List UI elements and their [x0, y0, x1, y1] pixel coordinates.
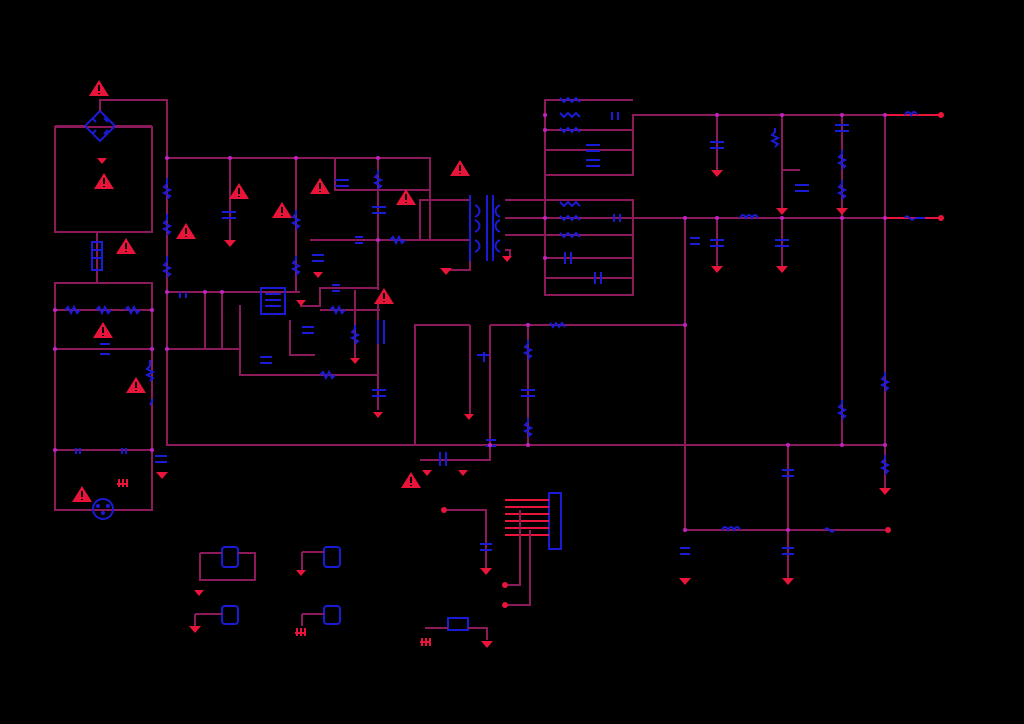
hazard-triangle-icon — [396, 189, 416, 205]
hazard-triangle-icon — [126, 377, 146, 393]
hazard-triangle-icon — [176, 223, 196, 239]
ground-symbols — [97, 158, 891, 648]
hazard-triangle-icon — [401, 472, 421, 488]
feedback-section — [420, 321, 685, 466]
input-section — [54, 99, 431, 520]
warning-symbols — [72, 80, 470, 502]
hazard-triangle-icon — [229, 183, 249, 199]
hazard-triangle-icon — [310, 178, 330, 194]
ground-icon — [458, 470, 468, 476]
ground-icon — [194, 590, 204, 596]
output-section — [477, 111, 940, 580]
ground-icon — [711, 266, 723, 273]
hazard-triangle-icon — [374, 288, 394, 304]
hazard-triangle-icon — [116, 238, 136, 254]
ground-icon — [156, 472, 168, 479]
ground-icon — [836, 208, 848, 215]
ground-icon — [776, 266, 788, 273]
pwm-controller-ic — [260, 287, 286, 315]
hazard-triangle-icon — [94, 173, 114, 189]
output-connector — [444, 492, 562, 606]
ground-icon — [464, 414, 474, 420]
ground-icon — [481, 641, 493, 648]
ground-icon — [782, 578, 794, 585]
output-terminals — [441, 112, 944, 608]
ac-input-socket — [92, 498, 114, 520]
hazard-triangle-icon — [93, 322, 113, 338]
ground-icon — [679, 578, 691, 585]
junctions — [53, 113, 887, 532]
ground-icon — [350, 358, 360, 364]
hazard-triangle-icon — [450, 160, 470, 176]
bridge-rectifier — [83, 109, 117, 143]
ground-icon — [313, 272, 323, 278]
main-transformer — [469, 195, 501, 261]
aux-components — [194, 546, 488, 646]
ground-icon — [97, 158, 107, 164]
ground-icon — [440, 268, 452, 275]
secondary-rectifiers — [544, 96, 940, 296]
ground-icon — [296, 300, 306, 306]
ground-icon — [879, 488, 891, 495]
common-mode-choke — [91, 241, 103, 271]
ground-icon — [189, 626, 201, 633]
ground-icon — [373, 412, 383, 418]
ground-icon — [776, 208, 788, 215]
ground-icon — [502, 256, 512, 262]
ground-icon — [296, 570, 306, 576]
ground-icon — [480, 568, 492, 575]
ground-icon — [711, 170, 723, 177]
primary-section — [155, 158, 885, 463]
hazard-triangle-icon — [272, 202, 292, 218]
hazard-triangle-icon — [72, 486, 92, 502]
ground-icon — [422, 470, 432, 476]
hazard-triangle-icon — [89, 80, 109, 96]
ground-icon — [224, 240, 236, 247]
